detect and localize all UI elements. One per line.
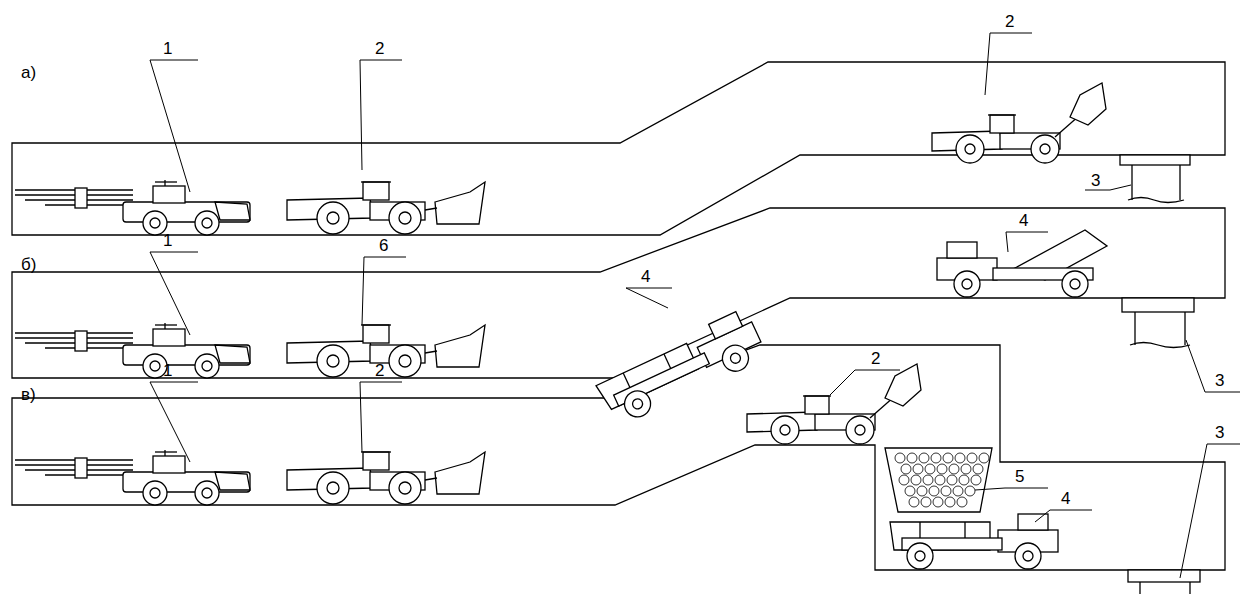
- callout-number: 1: [162, 40, 173, 58]
- drill-rig: [15, 323, 250, 378]
- panel-label: а): [20, 64, 37, 82]
- loader: [287, 325, 485, 377]
- leader-lines: [150, 33, 1240, 578]
- ore-pass: [1120, 155, 1190, 203]
- ore-pass: [1122, 298, 1194, 348]
- tunnel-outline: [12, 62, 1225, 235]
- dump-truck: [937, 230, 1107, 297]
- panel-label: в): [20, 386, 37, 404]
- callout-number: 3: [1214, 424, 1225, 442]
- ore-bunker: [885, 448, 992, 512]
- callout-number: 2: [374, 40, 385, 58]
- dump-truck: [593, 307, 769, 428]
- callout-number: 3: [1090, 172, 1101, 190]
- tunnel-outline: [12, 208, 1225, 378]
- drill-rig: [15, 450, 250, 505]
- ore-pass: [1128, 570, 1200, 594]
- callout-number: 5: [1014, 468, 1025, 486]
- drill-rig: [15, 180, 250, 235]
- loader: [287, 452, 485, 504]
- callout-number: 1: [162, 232, 173, 250]
- dump-truck: [890, 514, 1058, 569]
- loader: [747, 364, 921, 444]
- panel-label: б): [20, 256, 37, 274]
- loader: [932, 83, 1106, 163]
- callout-number: 2: [1004, 13, 1015, 31]
- callout-number: 4: [1018, 212, 1029, 230]
- callout-number: 4: [1060, 490, 1071, 508]
- callout-number: 2: [374, 362, 385, 380]
- callout-number: 6: [378, 237, 389, 255]
- callout-number: 2: [870, 350, 881, 368]
- callout-number: 4: [640, 268, 651, 286]
- callout-number: 3: [1214, 372, 1225, 390]
- callout-number: 1: [162, 362, 173, 380]
- loader: [287, 182, 485, 234]
